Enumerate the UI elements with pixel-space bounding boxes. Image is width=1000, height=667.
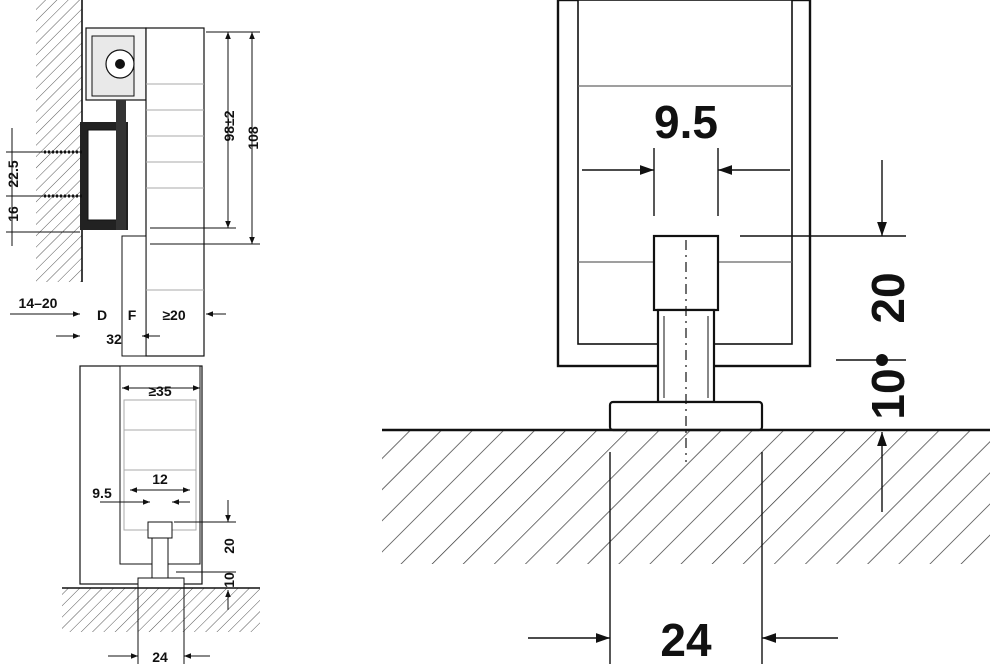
floor-guide xyxy=(608,234,764,462)
dim-12: 12 xyxy=(152,471,168,487)
dim-door-gap: ≥20 xyxy=(162,307,185,323)
floor-section xyxy=(382,430,990,564)
dim-108: 108 xyxy=(245,126,261,150)
dim-24-large: 24 xyxy=(660,614,712,666)
floor xyxy=(62,588,260,632)
label-f: F xyxy=(128,307,137,323)
dim-20-large: 20 xyxy=(862,272,914,323)
dimension-lines-detail xyxy=(528,148,906,664)
dim-9-5-large: 9.5 xyxy=(654,96,718,148)
dim-22-5: 22.5 xyxy=(5,160,21,187)
dim-10-small: 10 xyxy=(221,572,237,588)
dim-wall-gap: 14–20 xyxy=(19,295,58,311)
wall xyxy=(36,0,82,282)
dim-9-5-small: 9.5 xyxy=(92,485,112,501)
dim-dot xyxy=(876,354,888,366)
dim-16: 16 xyxy=(5,206,21,222)
dim-35: ≥35 xyxy=(148,383,171,399)
top-track xyxy=(80,27,147,230)
dim-32: 32 xyxy=(106,331,122,347)
label-d: D xyxy=(97,307,107,323)
dimension-lines-left xyxy=(6,31,260,664)
dim-98: 98±2 xyxy=(221,110,237,141)
dim-10-large: 10 xyxy=(862,368,914,419)
door-panel-upper xyxy=(121,27,205,357)
dim-24-small: 24 xyxy=(152,649,168,665)
detail-view: 9.5 20 10 24 xyxy=(382,0,990,666)
door-panel-lower xyxy=(79,365,203,589)
left-view: 98±2 108 22.5 16 14–20 D F ≥20 32 ≥35 12… xyxy=(5,0,261,665)
dim-20-small: 20 xyxy=(221,538,237,554)
door-bottom xyxy=(556,0,812,368)
